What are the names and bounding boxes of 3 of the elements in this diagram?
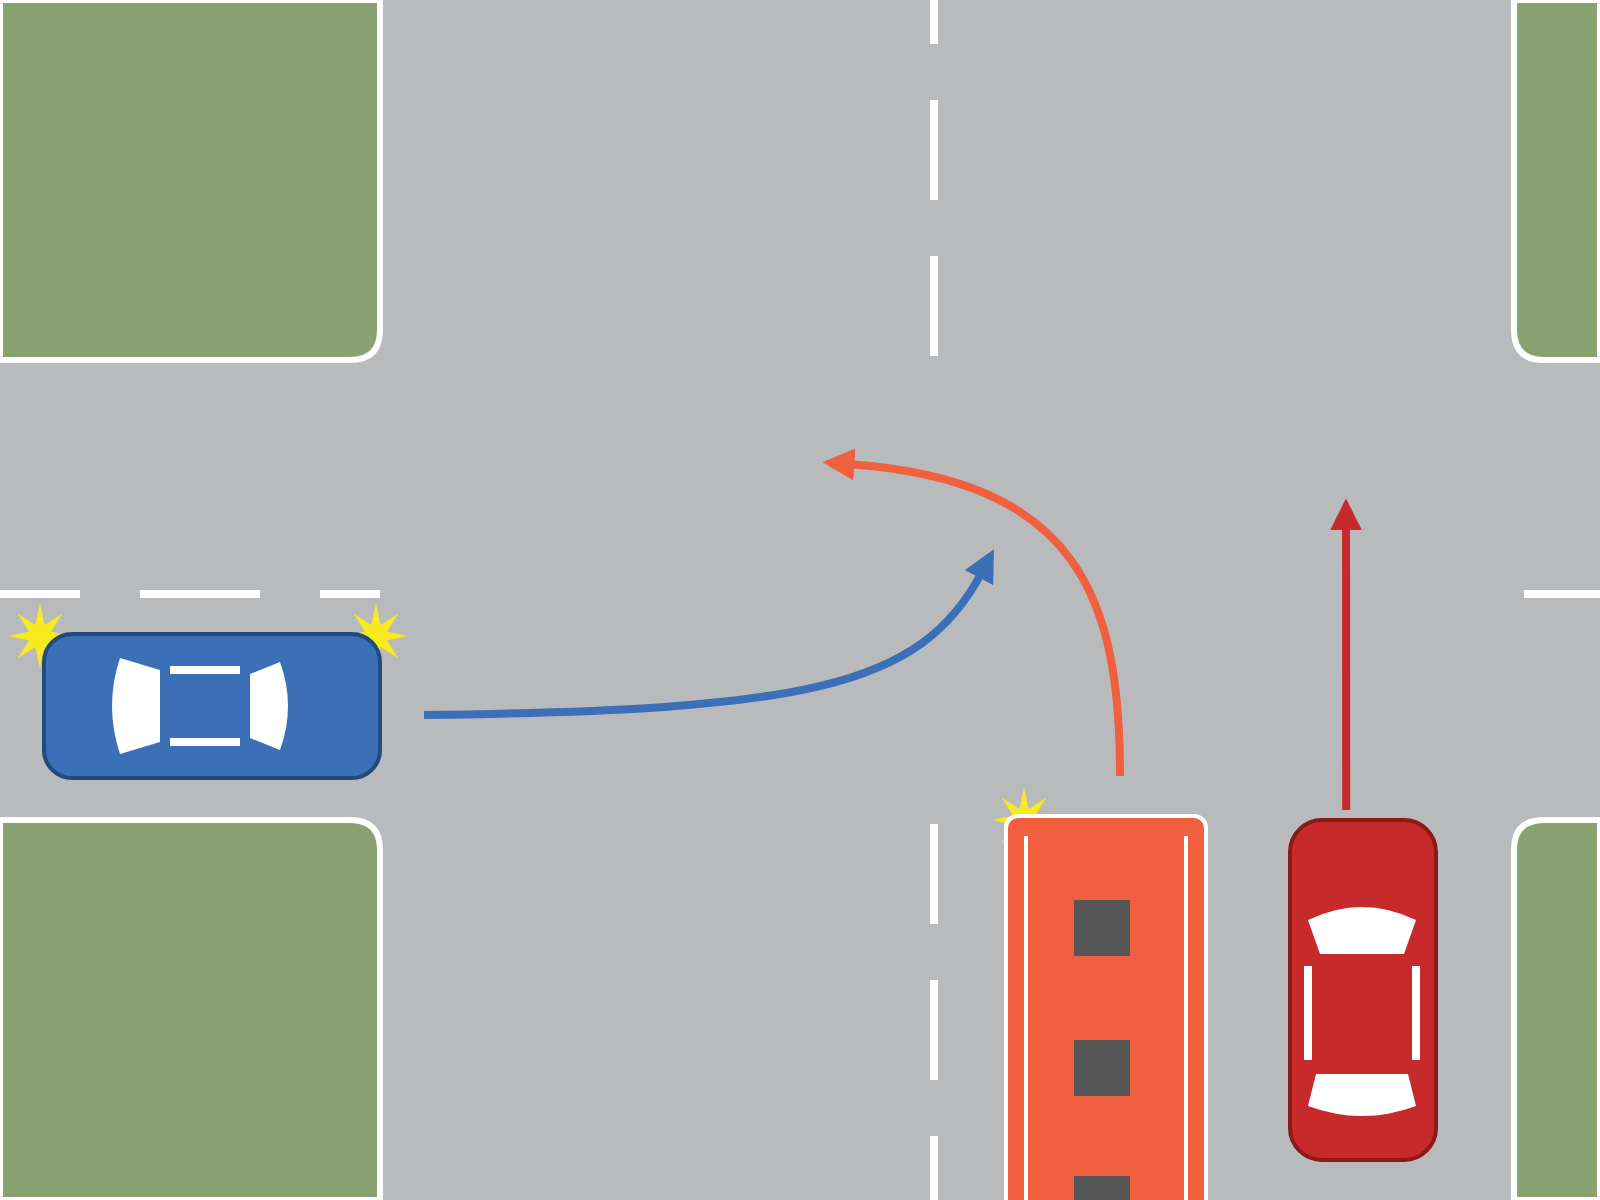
arrow [822, 448, 1124, 777]
arrow [423, 550, 996, 719]
arrow [1330, 498, 1362, 810]
